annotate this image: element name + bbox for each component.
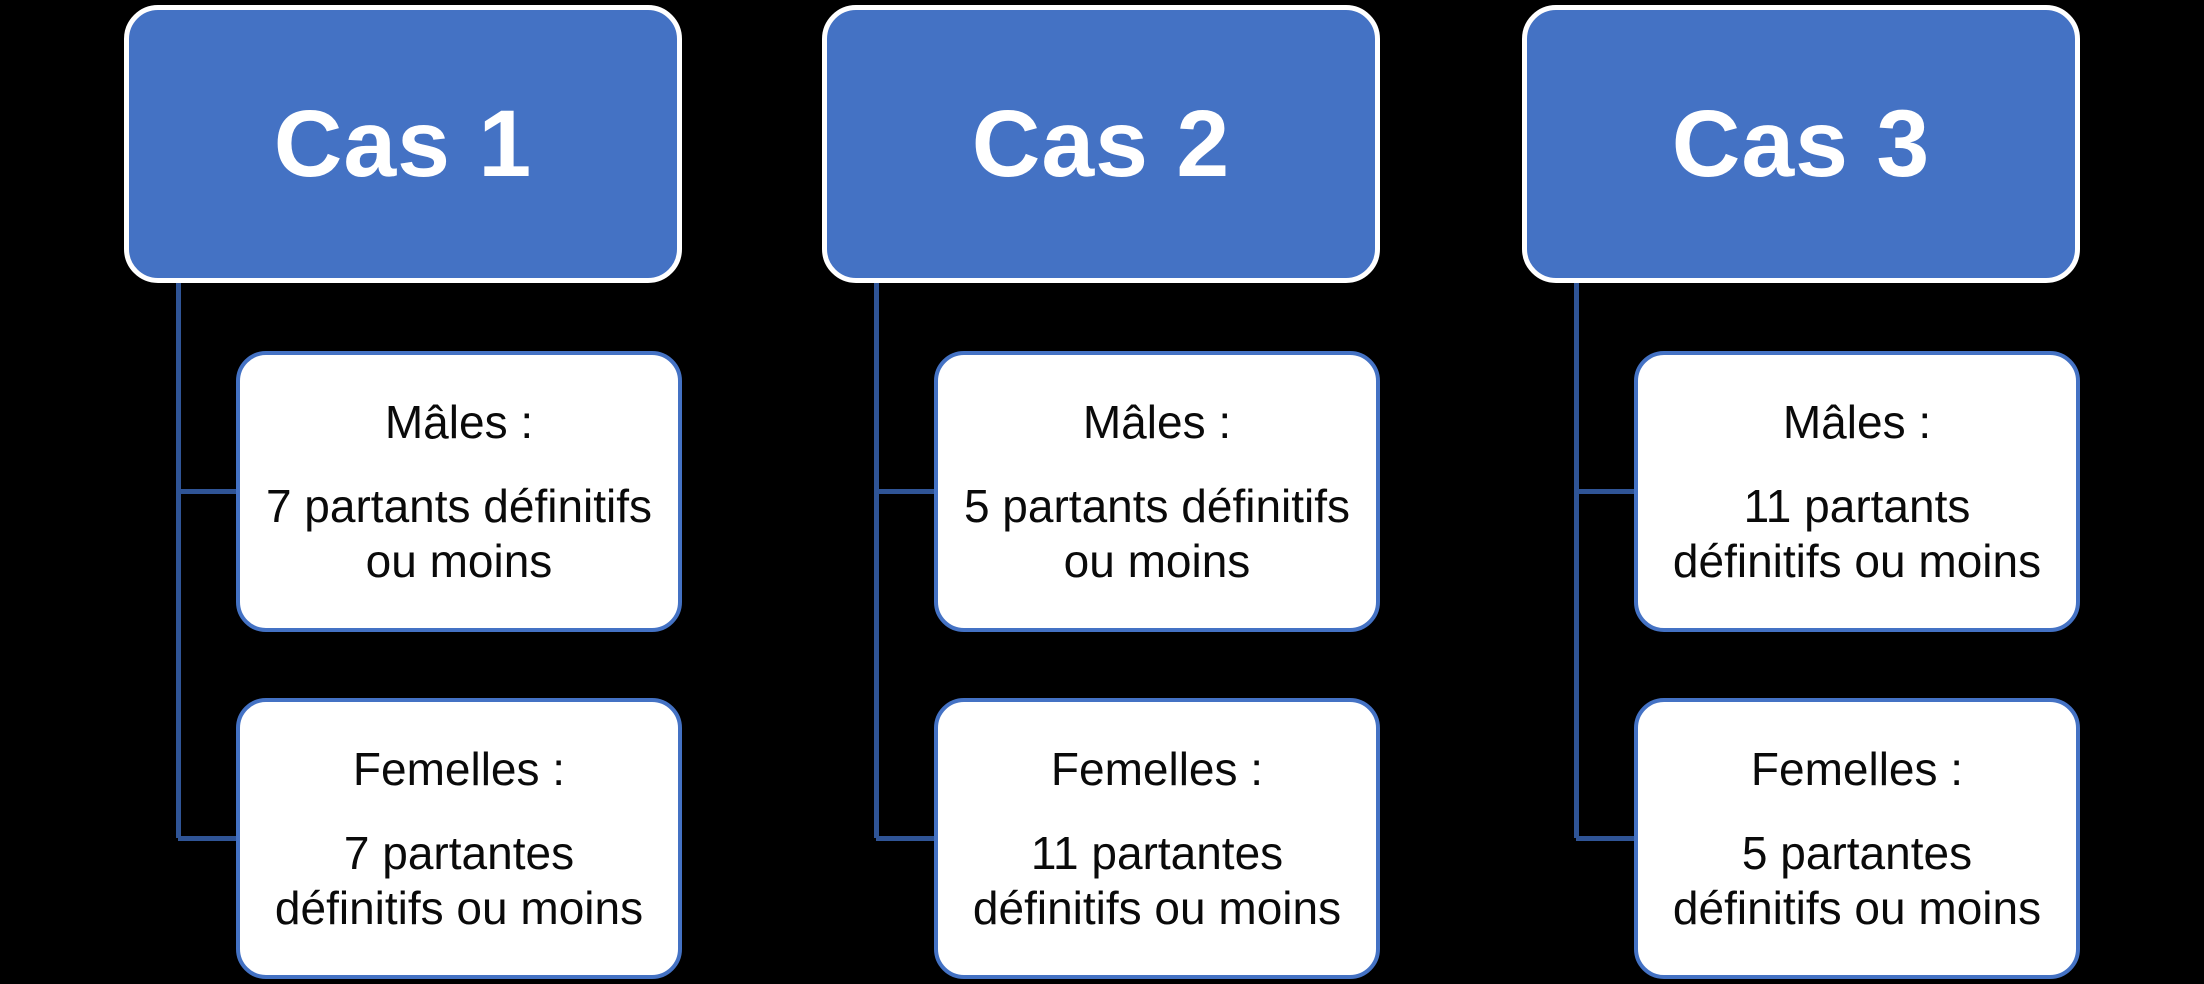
case-1-females-detail: 7 partantes définitifs ou moins <box>274 827 644 934</box>
case-3-connector-to-males <box>1576 489 1636 494</box>
case-1-males-detail: 7 partants définitifs ou moins <box>265 480 653 587</box>
case-3-females-box: Femelles : 5 partantes définitifs ou moi… <box>1634 698 2080 979</box>
case-3-females-detail: 5 partantes définitifs ou moins <box>1672 827 2042 934</box>
case-2-females-detail: 11 partantes définitifs ou moins <box>972 827 1342 934</box>
case-1-females-label: Femelles : <box>352 743 566 796</box>
case-3-connector-vertical-line <box>1574 283 1579 838</box>
case-2-males-label: Mâles : <box>1082 396 1232 449</box>
case-2-females-box: Femelles : 11 partantes définitifs ou mo… <box>934 698 1380 979</box>
case-2-females-label: Femelles : <box>1050 743 1264 796</box>
case-1-connector-vertical-line <box>176 283 181 838</box>
case-2-males-detail: 5 partants définitifs ou moins <box>963 480 1351 587</box>
case-column-1: Cas 1 Mâles : 7 partants définitifs ou m… <box>124 0 682 984</box>
case-2-connector-to-males <box>876 489 936 494</box>
case-3-males-detail: 11 partants définitifs ou moins <box>1672 480 2042 587</box>
case-2-males-box: Mâles : 5 partants définitifs ou moins <box>934 351 1380 632</box>
case-column-2: Cas 2 Mâles : 5 partants définitifs ou m… <box>822 0 1380 984</box>
case-3-connector-to-females <box>1576 836 1636 841</box>
case-1-males-box: Mâles : 7 partants définitifs ou moins <box>236 351 682 632</box>
case-1-connector-to-males <box>178 489 238 494</box>
case-3-males-box: Mâles : 11 partants définitifs ou moins <box>1634 351 2080 632</box>
case-2-connector-to-females <box>876 836 936 841</box>
case-1-connector-to-females <box>178 836 238 841</box>
case-2-connector-vertical-line <box>874 283 879 838</box>
case-1-header: Cas 1 <box>124 5 682 283</box>
case-1-males-label: Mâles : <box>384 396 534 449</box>
case-column-3: Cas 3 Mâles : 11 partants définitifs ou … <box>1522 0 2080 984</box>
case-3-females-label: Femelles : <box>1750 743 1964 796</box>
case-1-females-box: Femelles : 7 partantes définitifs ou moi… <box>236 698 682 979</box>
case-3-header: Cas 3 <box>1522 5 2080 283</box>
case-3-males-label: Mâles : <box>1782 396 1932 449</box>
case-2-header: Cas 2 <box>822 5 1380 283</box>
